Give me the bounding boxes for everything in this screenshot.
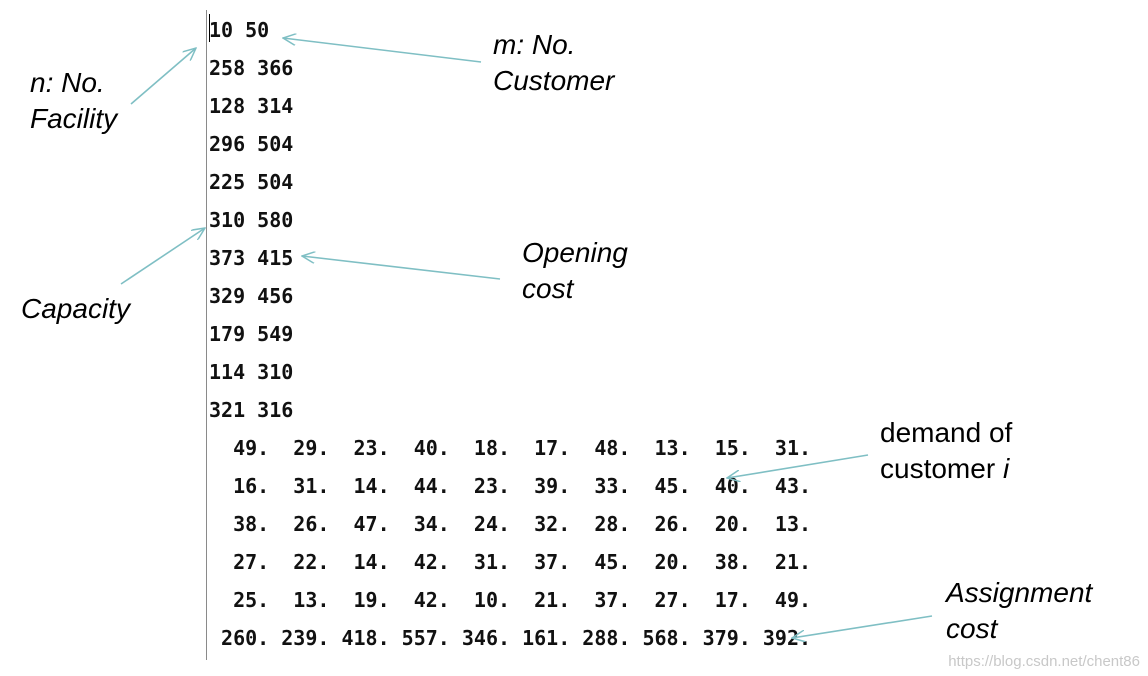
demand-label-line2: customer <box>880 453 1003 484</box>
data-line: 179 549 <box>209 322 294 346</box>
opening-cost-label: Opening cost <box>522 237 628 304</box>
data-line: 16. 31. 14. 44. 23. 39. 33. 45. 40. 43. <box>209 474 812 498</box>
data-line: 296 504 <box>209 132 294 156</box>
arrow-assignment-cost <box>792 615 933 638</box>
data-line: 38. 26. 47. 34. 24. 32. 28. 26. 20. 13. <box>209 512 812 536</box>
data-line: 225 504 <box>209 170 294 194</box>
editor-left-border <box>206 10 207 660</box>
data-line: 27. 22. 14. 42. 31. 37. 45. 20. 38. 21. <box>209 550 812 574</box>
text-cursor <box>209 14 210 42</box>
n-facility-label: n: No. Facility <box>30 67 118 134</box>
data-line: 310 580 <box>209 208 294 232</box>
data-line: 260. 239. 418. 557. 346. 161. 288. 568. … <box>209 626 812 650</box>
data-line: 329 456 <box>209 284 294 308</box>
watermark-text: https://blog.csdn.net/chent86 <box>948 653 1140 670</box>
data-line: 258 366 <box>209 56 294 80</box>
arrow-opening-cost <box>302 256 501 280</box>
data-line: 49. 29. 23. 40. 18. 17. 48. 13. 15. 31. <box>209 436 812 460</box>
arrow-demand <box>727 454 869 478</box>
capacity-label: Capacity <box>21 293 130 324</box>
demand-label-line1: demand of <box>880 417 1013 448</box>
m-customer-label: m: No. Customer <box>493 29 615 96</box>
data-line: 114 310 <box>209 360 294 384</box>
arrow-n-facility <box>130 48 196 105</box>
data-line: 10 50 <box>209 18 270 42</box>
arrow-m-customer <box>283 38 482 63</box>
demand-label-i: i <box>1002 453 1010 484</box>
data-line: 25. 13. 19. 42. 10. 21. 37. 27. 17. 49. <box>209 588 812 612</box>
assignment-cost-label: Assignment cost <box>946 577 1093 644</box>
instance-data-text[interactable]: 10 50 258 366 128 314 296 504 225 504 310 580… <box>209 11 811 657</box>
data-line: 373 415 <box>209 246 294 270</box>
data-line: 128 314 <box>209 94 294 118</box>
demand-label: demand of customer i <box>880 415 1012 487</box>
arrow-capacity <box>120 228 205 285</box>
data-line: 321 316 <box>209 398 294 422</box>
